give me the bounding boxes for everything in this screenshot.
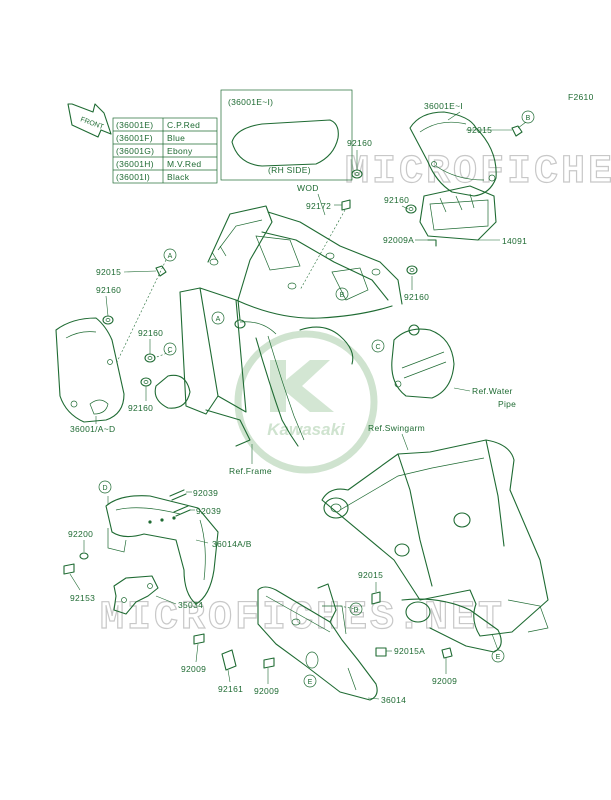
label-92039-a: 92039	[193, 488, 218, 498]
label-92015-left: 92015	[96, 267, 121, 277]
svg-text:A: A	[216, 316, 221, 323]
leader-lines-left	[95, 259, 253, 464]
callout-d-2: D	[349, 602, 363, 616]
label-92161: 92161	[218, 684, 243, 694]
rh-side-inset: (36001E~I) (RH SIDE)	[220, 89, 353, 181]
color-code-4: (36001H)	[116, 159, 154, 169]
side-cover-lh	[55, 317, 125, 423]
callout-a-1: A	[163, 248, 177, 262]
front-label: FRONT	[79, 116, 105, 131]
callout-a-2: A	[211, 311, 225, 325]
label-36014: 36014	[381, 695, 406, 705]
inset-side-cover-shape	[231, 119, 339, 167]
callout-e-1: E	[303, 674, 317, 688]
svg-text:D: D	[102, 485, 107, 492]
label-92160-c: 92160	[404, 292, 429, 302]
color-table: (36001E) C.P.Red (36001F) Blue (36001G) …	[112, 117, 218, 184]
callout-c-2: C	[371, 339, 385, 353]
label-92160-a: 92160	[347, 138, 372, 148]
callout-d-1: D	[98, 480, 112, 494]
color-name-1: C.P.Red	[167, 120, 200, 130]
label-ref-water: Ref.Water	[472, 386, 513, 396]
color-code-5: (36001I)	[116, 172, 150, 182]
color-name-3: Ebony	[167, 146, 193, 156]
bracket-14091	[419, 185, 497, 241]
label-wod: WOD	[297, 183, 319, 193]
leader-lines-bottom	[195, 582, 447, 700]
watermark-text-top: MICROFICHES.NET	[345, 150, 611, 195]
color-code-2: (36001F)	[116, 133, 153, 143]
label-ref-water-pipe: Pipe	[498, 399, 516, 409]
label-92009-a: 92009	[181, 664, 206, 674]
inset-caption: (RH SIDE)	[268, 165, 311, 175]
leader-lines-top	[299, 111, 527, 291]
fasteners-left-bottom	[63, 489, 191, 575]
label-92160-left: 92160	[96, 285, 121, 295]
watermark-text-bottom: MICROFICHES.NET	[100, 596, 505, 641]
kawasaki-logo-watermark: Kawasaki	[234, 330, 378, 474]
svg-text:D: D	[353, 607, 358, 614]
label-92009a: 92009A	[383, 235, 414, 245]
label-36001-a-d: 36001/A~D	[70, 424, 115, 434]
color-name-5: Black	[167, 172, 190, 182]
leader-lines-left-bottom	[69, 491, 209, 605]
callout-c-1: C	[163, 342, 177, 356]
svg-text:B: B	[526, 115, 531, 122]
label-35034: 35034	[178, 600, 203, 610]
callout-b-1: B	[521, 110, 535, 124]
label-92009-b: 92009	[254, 686, 279, 696]
label-36001e-i: 36001E~I	[424, 101, 463, 111]
svg-text:C: C	[167, 347, 172, 354]
fasteners-bottom	[193, 591, 453, 671]
label-92160-low: 92160	[128, 403, 153, 413]
label-ref-swingarm: Ref.Swingarm	[368, 423, 425, 433]
callout-e-2: E	[491, 649, 505, 663]
svg-text:A: A	[168, 253, 173, 260]
label-92172: 92172	[306, 201, 331, 211]
label-92015-low: 92015	[358, 570, 383, 580]
svg-text:E: E	[496, 654, 501, 661]
leader-swingarm	[401, 433, 409, 451]
inset-title: (36001E~I)	[228, 97, 273, 107]
frame	[154, 205, 403, 447]
color-name-4: M.V.Red	[167, 159, 201, 169]
label-92009-c: 92009	[432, 676, 457, 686]
watermark-logo-text: Kawasaki	[267, 420, 346, 439]
leader-e-2	[491, 633, 499, 651]
lower-guard-36014	[257, 583, 378, 701]
swingarm	[321, 439, 549, 653]
label-92160-b: 92160	[384, 195, 409, 205]
svg-text:E: E	[308, 679, 313, 686]
label-92039-b: 92039	[196, 506, 221, 516]
label-36014a-b: 36014A/B	[212, 539, 252, 549]
label-ref-frame: Ref.Frame	[229, 466, 272, 476]
label-14091: 14091	[502, 236, 527, 246]
label-92200: 92200	[68, 529, 93, 539]
water-pipe-cover	[391, 324, 455, 399]
svg-text:B: B	[340, 292, 345, 299]
callout-b-2: B	[335, 287, 349, 301]
svg-text:C: C	[375, 344, 380, 351]
bracket-35034	[113, 575, 159, 615]
color-name-2: Blue	[167, 133, 185, 143]
color-code-3: (36001G)	[116, 146, 154, 156]
side-cover-rh	[409, 111, 497, 197]
label-92015a: 92015A	[394, 646, 425, 656]
chain-cover	[105, 495, 219, 605]
label-92160-mid: 92160	[138, 328, 163, 338]
watermark: MICROFICHES.NET MICROFICHES.NET Kawasaki	[99, 149, 611, 641]
color-code-1: (36001E)	[116, 120, 153, 130]
diagram-code: F2610	[568, 92, 594, 102]
leader-water	[453, 387, 471, 392]
label-92153: 92153	[70, 593, 95, 603]
front-arrow: FRONT	[67, 103, 112, 138]
fasteners-right-top	[341, 125, 523, 275]
